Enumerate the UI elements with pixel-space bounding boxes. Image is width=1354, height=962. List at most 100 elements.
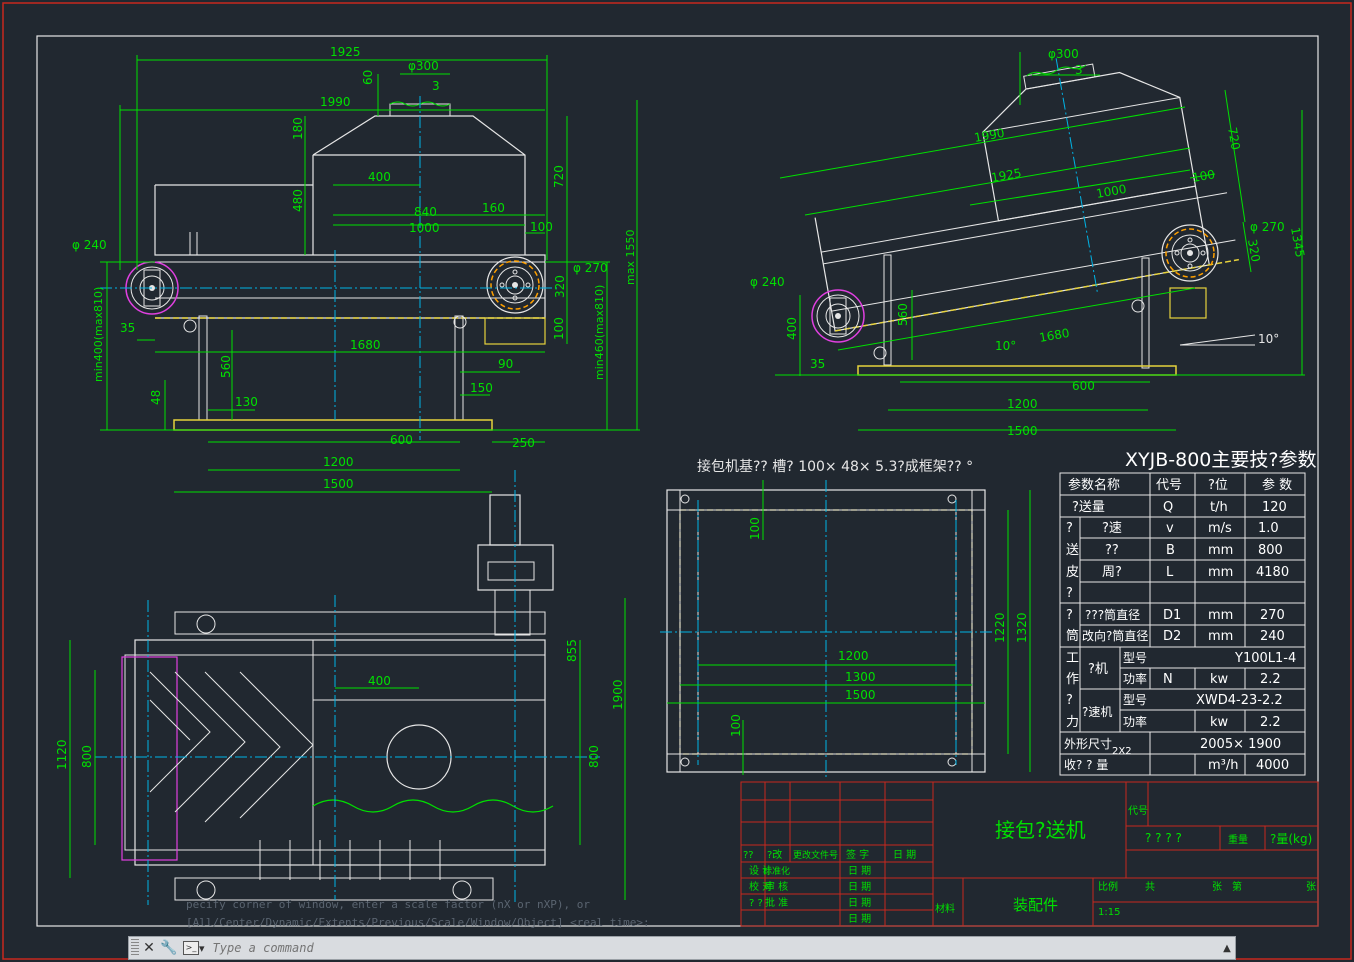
small-file: 更改文件号	[793, 849, 838, 861]
drawing-frame	[36, 35, 1319, 927]
size-extra: 2X2	[1112, 746, 1132, 757]
dim-270: φ 270	[573, 261, 608, 275]
title-block[interactable]: 接包?送机 装配件 代号 ? ? ? ? 重量 ?量(kg) 比例 1:15 共…	[740, 781, 1319, 927]
title-q4: ? ? ? ?	[1145, 831, 1182, 845]
page-label: 第	[1232, 880, 1242, 893]
spec-row-value: 1.0	[1258, 521, 1279, 536]
spec-group-char: 送	[1066, 543, 1079, 558]
side-dim-270: φ 270	[1250, 220, 1285, 234]
spec-row-name: ??	[1105, 543, 1119, 558]
dim-130: 130	[235, 395, 258, 409]
mass-label: ?量(kg)	[1270, 832, 1312, 846]
spec-row-code: L	[1166, 565, 1174, 580]
dim-720: 720	[552, 165, 566, 188]
command-input[interactable]	[210, 937, 1219, 959]
dim-35: 35	[120, 321, 135, 335]
work-group-char: 工	[1066, 651, 1079, 666]
small-change: ?改	[767, 848, 782, 861]
base-dim-1300: 1300	[845, 670, 876, 684]
drag-handle[interactable]	[131, 939, 139, 957]
row-craft: ? ?	[749, 898, 763, 909]
command-history-line-2: [All/Center/Dynamic/Extents/Previous/Sca…	[186, 916, 650, 929]
dim-150: 150	[470, 381, 493, 395]
motor-power-code: N	[1163, 672, 1173, 687]
top-dim-800b: 800	[587, 745, 601, 768]
small-date: 日 期	[893, 849, 916, 861]
dim-600: 600	[390, 433, 413, 447]
chevron-up-icon[interactable]: ▲	[1223, 942, 1231, 954]
spec-row-code: B	[1166, 543, 1175, 558]
dim-840: 840	[414, 205, 437, 219]
spec-row-code: v	[1166, 521, 1174, 536]
spec-header-name: 参数名称	[1068, 477, 1120, 493]
side-dim-560: 560	[896, 303, 910, 326]
spec-header-unit: ?位	[1208, 478, 1228, 493]
dim-250: 250	[512, 436, 535, 450]
dim-1990: 1990	[320, 95, 351, 109]
date-2: 日 期	[848, 881, 871, 893]
drawing-type: 装配件	[1013, 896, 1058, 914]
sheet-label: 共	[1145, 881, 1155, 893]
top-dim-1120: 1120	[55, 739, 69, 770]
row-design: 设 计	[749, 864, 772, 877]
dim-1000: 1000	[409, 221, 440, 235]
dim-240: φ 240	[72, 238, 107, 252]
spec-row-name: ?送量	[1072, 500, 1105, 515]
dim-560: 560	[219, 355, 233, 378]
side-dim-1000: 1000	[1095, 182, 1128, 201]
base-frame-view[interactable]: 接包机基?? 槽? 100× 48× 5.3?成框架?? ° 100 100 1…	[660, 458, 1031, 780]
spec-row-unit: m/s	[1208, 521, 1232, 536]
close-icon[interactable]: ✕	[143, 940, 155, 956]
motor-power-label: 功率	[1123, 671, 1147, 686]
spec-group-char: ?	[1066, 586, 1073, 601]
spec-row-name: 改向?筒直径	[1082, 628, 1148, 643]
dim-160: 160	[482, 201, 505, 215]
work-group-char: ?	[1066, 693, 1073, 708]
spec-row-unit: mm	[1208, 543, 1233, 558]
dim-320: 320	[553, 275, 567, 298]
spec-row-unit: mm	[1208, 565, 1233, 580]
dim-180: 180	[291, 117, 305, 140]
dim-100b: 100	[552, 317, 566, 340]
base-dim-1500: 1500	[845, 688, 876, 702]
row-standard: 标准化	[763, 865, 790, 877]
weight-label: 重量	[1228, 833, 1248, 846]
spec-group-char: ?	[1066, 608, 1073, 623]
motor-type-value: Y100L1-4	[1234, 651, 1296, 666]
side-dim-1680: 1680	[1038, 326, 1071, 345]
top-dim-855: 855	[565, 639, 579, 662]
side-dim-400: 400	[785, 317, 799, 340]
wrench-icon[interactable]: 🔧	[160, 940, 178, 956]
side-view[interactable]: φ300 3 1990 720 1925 100 1000 φ 270 320 …	[750, 33, 1307, 438]
dim-480: 480	[291, 189, 305, 212]
side-dim-1500: 1500	[1007, 424, 1038, 438]
top-view[interactable]: 855 1900 400 1120 800 800	[55, 470, 626, 905]
spec-title: XYJB-800主要技?参数	[1125, 449, 1316, 471]
row-review: 审 核	[765, 880, 788, 893]
spec-row-value: 270	[1260, 608, 1285, 623]
dim-1200: 1200	[323, 455, 354, 469]
spec-row-name: ???筒直径	[1085, 607, 1140, 622]
sheet-zhang: 张	[1212, 881, 1222, 893]
capacity-unit: m³/h	[1208, 758, 1239, 773]
ratio-label: 比例	[1098, 880, 1118, 893]
side-dim-1925: 1925	[990, 166, 1023, 185]
side-dim-1200: 1200	[1007, 397, 1038, 411]
dim-400: 400	[368, 170, 391, 184]
spec-row-unit: mm	[1208, 608, 1233, 623]
drawing-name: 接包?送机	[995, 818, 1086, 842]
motor-power-unit: kw	[1210, 672, 1229, 687]
front-view[interactable]: 1925 1990 φ300 60 3 180 720 400 480 840 …	[72, 45, 640, 493]
side-dim-600: 600	[1072, 379, 1095, 393]
work-group-char: 力	[1066, 715, 1079, 730]
base-dim-1220: 1220	[993, 612, 1007, 643]
side-dim-1990: 1990	[973, 126, 1006, 145]
date-1: 日 期	[848, 865, 871, 877]
reducer-label: ?速机	[1082, 705, 1112, 719]
command-history-dropdown[interactable]: >_ ▾	[183, 941, 205, 955]
spec-table[interactable]: XYJB-800主要技?参数	[1059, 449, 1316, 776]
dim-48: 48	[149, 390, 163, 405]
dim-1680: 1680	[350, 338, 381, 352]
